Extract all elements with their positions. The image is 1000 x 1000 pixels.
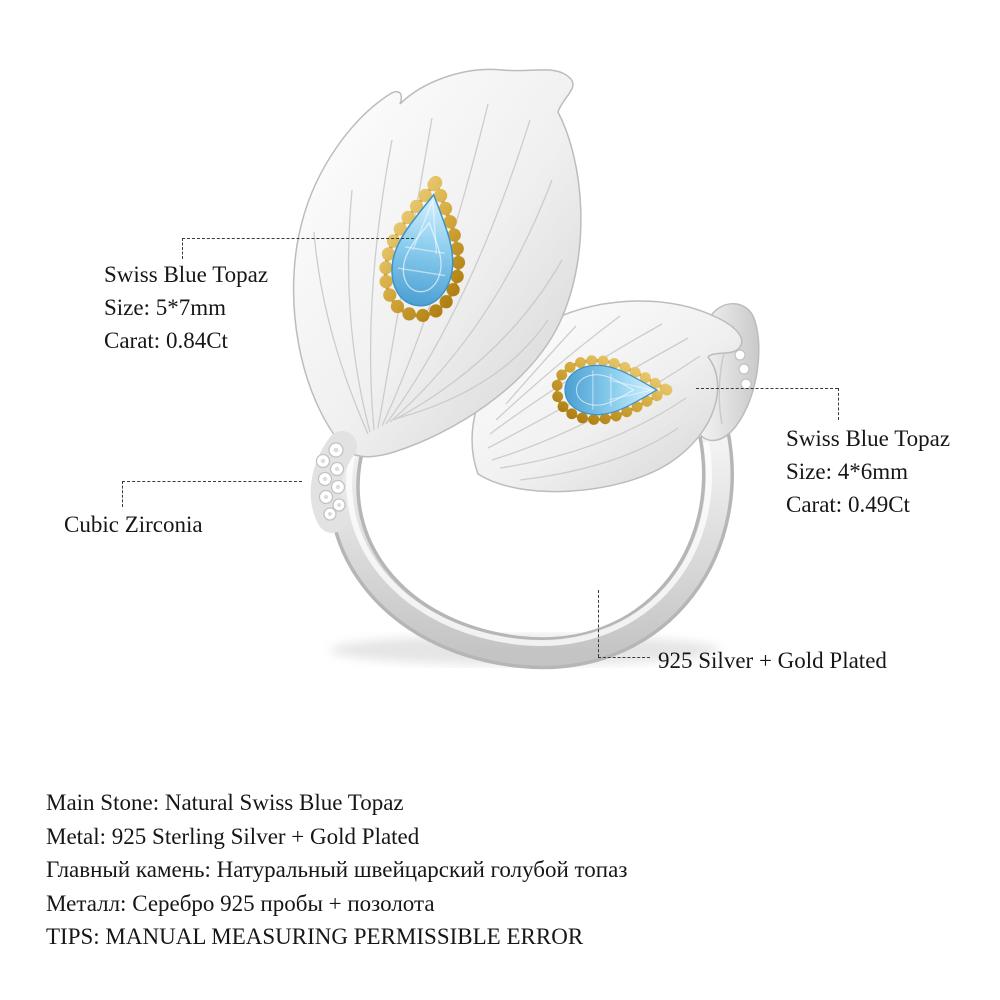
callout-line-metal-v [598, 590, 599, 657]
upper-leaf-texture [313, 103, 563, 435]
spec-main-stone: Main Stone: Natural Swiss Blue Topaz [46, 790, 404, 815]
topaz-left-title: Swiss Blue Topaz [104, 262, 269, 287]
callout-cubic-zirconia: Cubic Zirconia [64, 508, 203, 541]
cubic-zirconia-label: Cubic Zirconia [64, 512, 203, 537]
callout-line-cz-h [122, 481, 302, 482]
spec-main-stone-ru: Главный камень: Натуральный швейцарский … [46, 857, 628, 882]
callout-topaz-right: Swiss Blue Topaz Size: 4*6mm Carat: 0.49… [786, 422, 950, 521]
topaz-right-title: Swiss Blue Topaz [786, 426, 951, 451]
callout-topaz-left: Swiss Blue Topaz Size: 5*7mm Carat: 0.84… [104, 258, 268, 357]
spec-tips: TIPS: MANUAL MEASURING PERMISSIBLE ERROR [46, 924, 584, 949]
topaz-left-size: Size: 5*7mm [104, 295, 227, 320]
spec-metal-ru: Металл: Серебро 925 пробы + позолота [46, 890, 435, 916]
topaz-left-carat: Carat: 0.84Ct [104, 328, 228, 353]
topaz-right-size: Size: 4*6mm [786, 459, 909, 484]
gold-bead-halo-large [379, 169, 466, 323]
topaz-right-carat: Carat: 0.49Ct [786, 492, 910, 517]
ring-band [327, 430, 734, 670]
callout-line-metal-h [598, 657, 650, 658]
callout-metal: 925 Silver + Gold Plated [658, 644, 887, 677]
topaz-small [551, 355, 678, 425]
gold-bead-halo-small [551, 355, 678, 425]
callout-line-cz-v [122, 481, 123, 507]
cz-cluster [310, 431, 357, 533]
callout-line-topaz-left-v [182, 238, 183, 259]
metal-label: 925 Silver + Gold Plated [658, 648, 887, 673]
spec-metal: Metal: 925 Sterling Silver + Gold Plated [46, 823, 420, 849]
callout-line-topaz-right-h [696, 388, 838, 389]
callout-line-topaz-right-v [838, 388, 839, 420]
spec-list: Main Stone: Natural Swiss Blue Topaz Met… [46, 786, 627, 954]
topaz-large [379, 169, 466, 323]
callout-line-topaz-left-h [182, 238, 414, 239]
